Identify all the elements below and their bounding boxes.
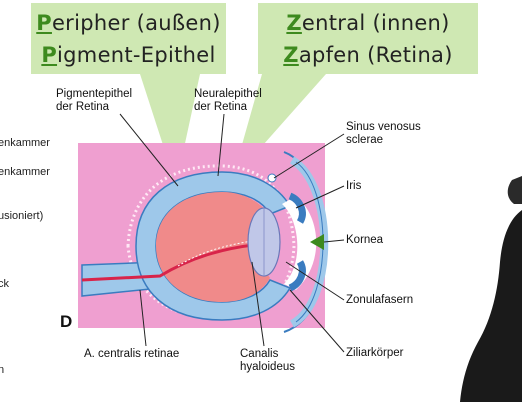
label-canalis-line1: Canalis <box>240 348 279 360</box>
label-sinus-line2: sclerae <box>346 134 384 146</box>
label-neuralepithel-line2: der Retina <box>194 101 248 113</box>
sinus-venosus <box>267 173 277 183</box>
label-sinus-line1: Sinus venosus <box>346 121 421 133</box>
cut-label-1: enkammer <box>0 137 50 149</box>
panel-letter: D <box>60 312 73 331</box>
cut-label-3: usioniert) <box>0 210 44 222</box>
callout-left-initial1: P <box>36 11 52 35</box>
label-neuralepithel-line1: Neuralepithel <box>194 88 262 100</box>
vitreous-body <box>156 192 270 302</box>
callout-left: Peripher (außen) Pigment-Epithel <box>31 3 226 74</box>
label-canalis-hyaloideus: Canalis hyaloideus <box>240 348 295 374</box>
callout-left-rest2: igment-Epithel <box>57 43 216 67</box>
label-pigmentepithel: Pigmentepithel der Retina <box>56 88 132 114</box>
label-pigmentepithel-line2: der Retina <box>56 101 110 113</box>
label-a-centralis: A. centralis retinae <box>84 348 180 360</box>
label-kornea: Kornea <box>346 234 384 246</box>
callout-right-initial2: Z <box>283 43 299 67</box>
callout-left-rest1: eripher (außen) <box>51 11 221 35</box>
callout-tail-left <box>140 74 200 185</box>
label-canalis-line2: hyaloideus <box>240 361 295 373</box>
label-neuralepithel: Neuralepithel der Retina <box>194 88 262 114</box>
callout-right-initial1: Z <box>286 11 302 35</box>
cut-label-4: ck <box>0 278 9 290</box>
callout-left-line2: Pigment-Epithel <box>31 43 226 67</box>
callout-right-rest1: entral (innen) <box>301 11 450 35</box>
cut-label-6: n <box>0 364 5 376</box>
callout-left-initial2: P <box>41 43 58 67</box>
callout-right-line1: Zentral (innen) <box>258 11 478 35</box>
label-pigmentepithel-line1: Pigmentepithel <box>56 88 133 100</box>
label-iris: Iris <box>346 180 362 192</box>
iris-upper <box>288 192 306 224</box>
anterior-chamber <box>282 196 317 290</box>
cornea-marker <box>310 234 324 250</box>
cut-label-2: enkammer <box>0 166 50 178</box>
callout-right-rest2: apfen (Retina) <box>298 43 453 67</box>
leader-lines <box>119 113 345 353</box>
callout-right: Zentral (innen) Zapfen (Retina) <box>258 3 478 74</box>
callout-left-line1: Peripher (außen) <box>31 11 226 35</box>
iris-lower <box>288 260 306 292</box>
label-zonulafasern: Zonulafasern <box>346 294 414 306</box>
label-sinus-venosus: Sinus venosus sclerae <box>346 121 421 147</box>
callout-right-line2: Zapfen (Retina) <box>258 43 478 67</box>
label-ziliarkoerper: Ziliarkörper <box>346 347 404 359</box>
